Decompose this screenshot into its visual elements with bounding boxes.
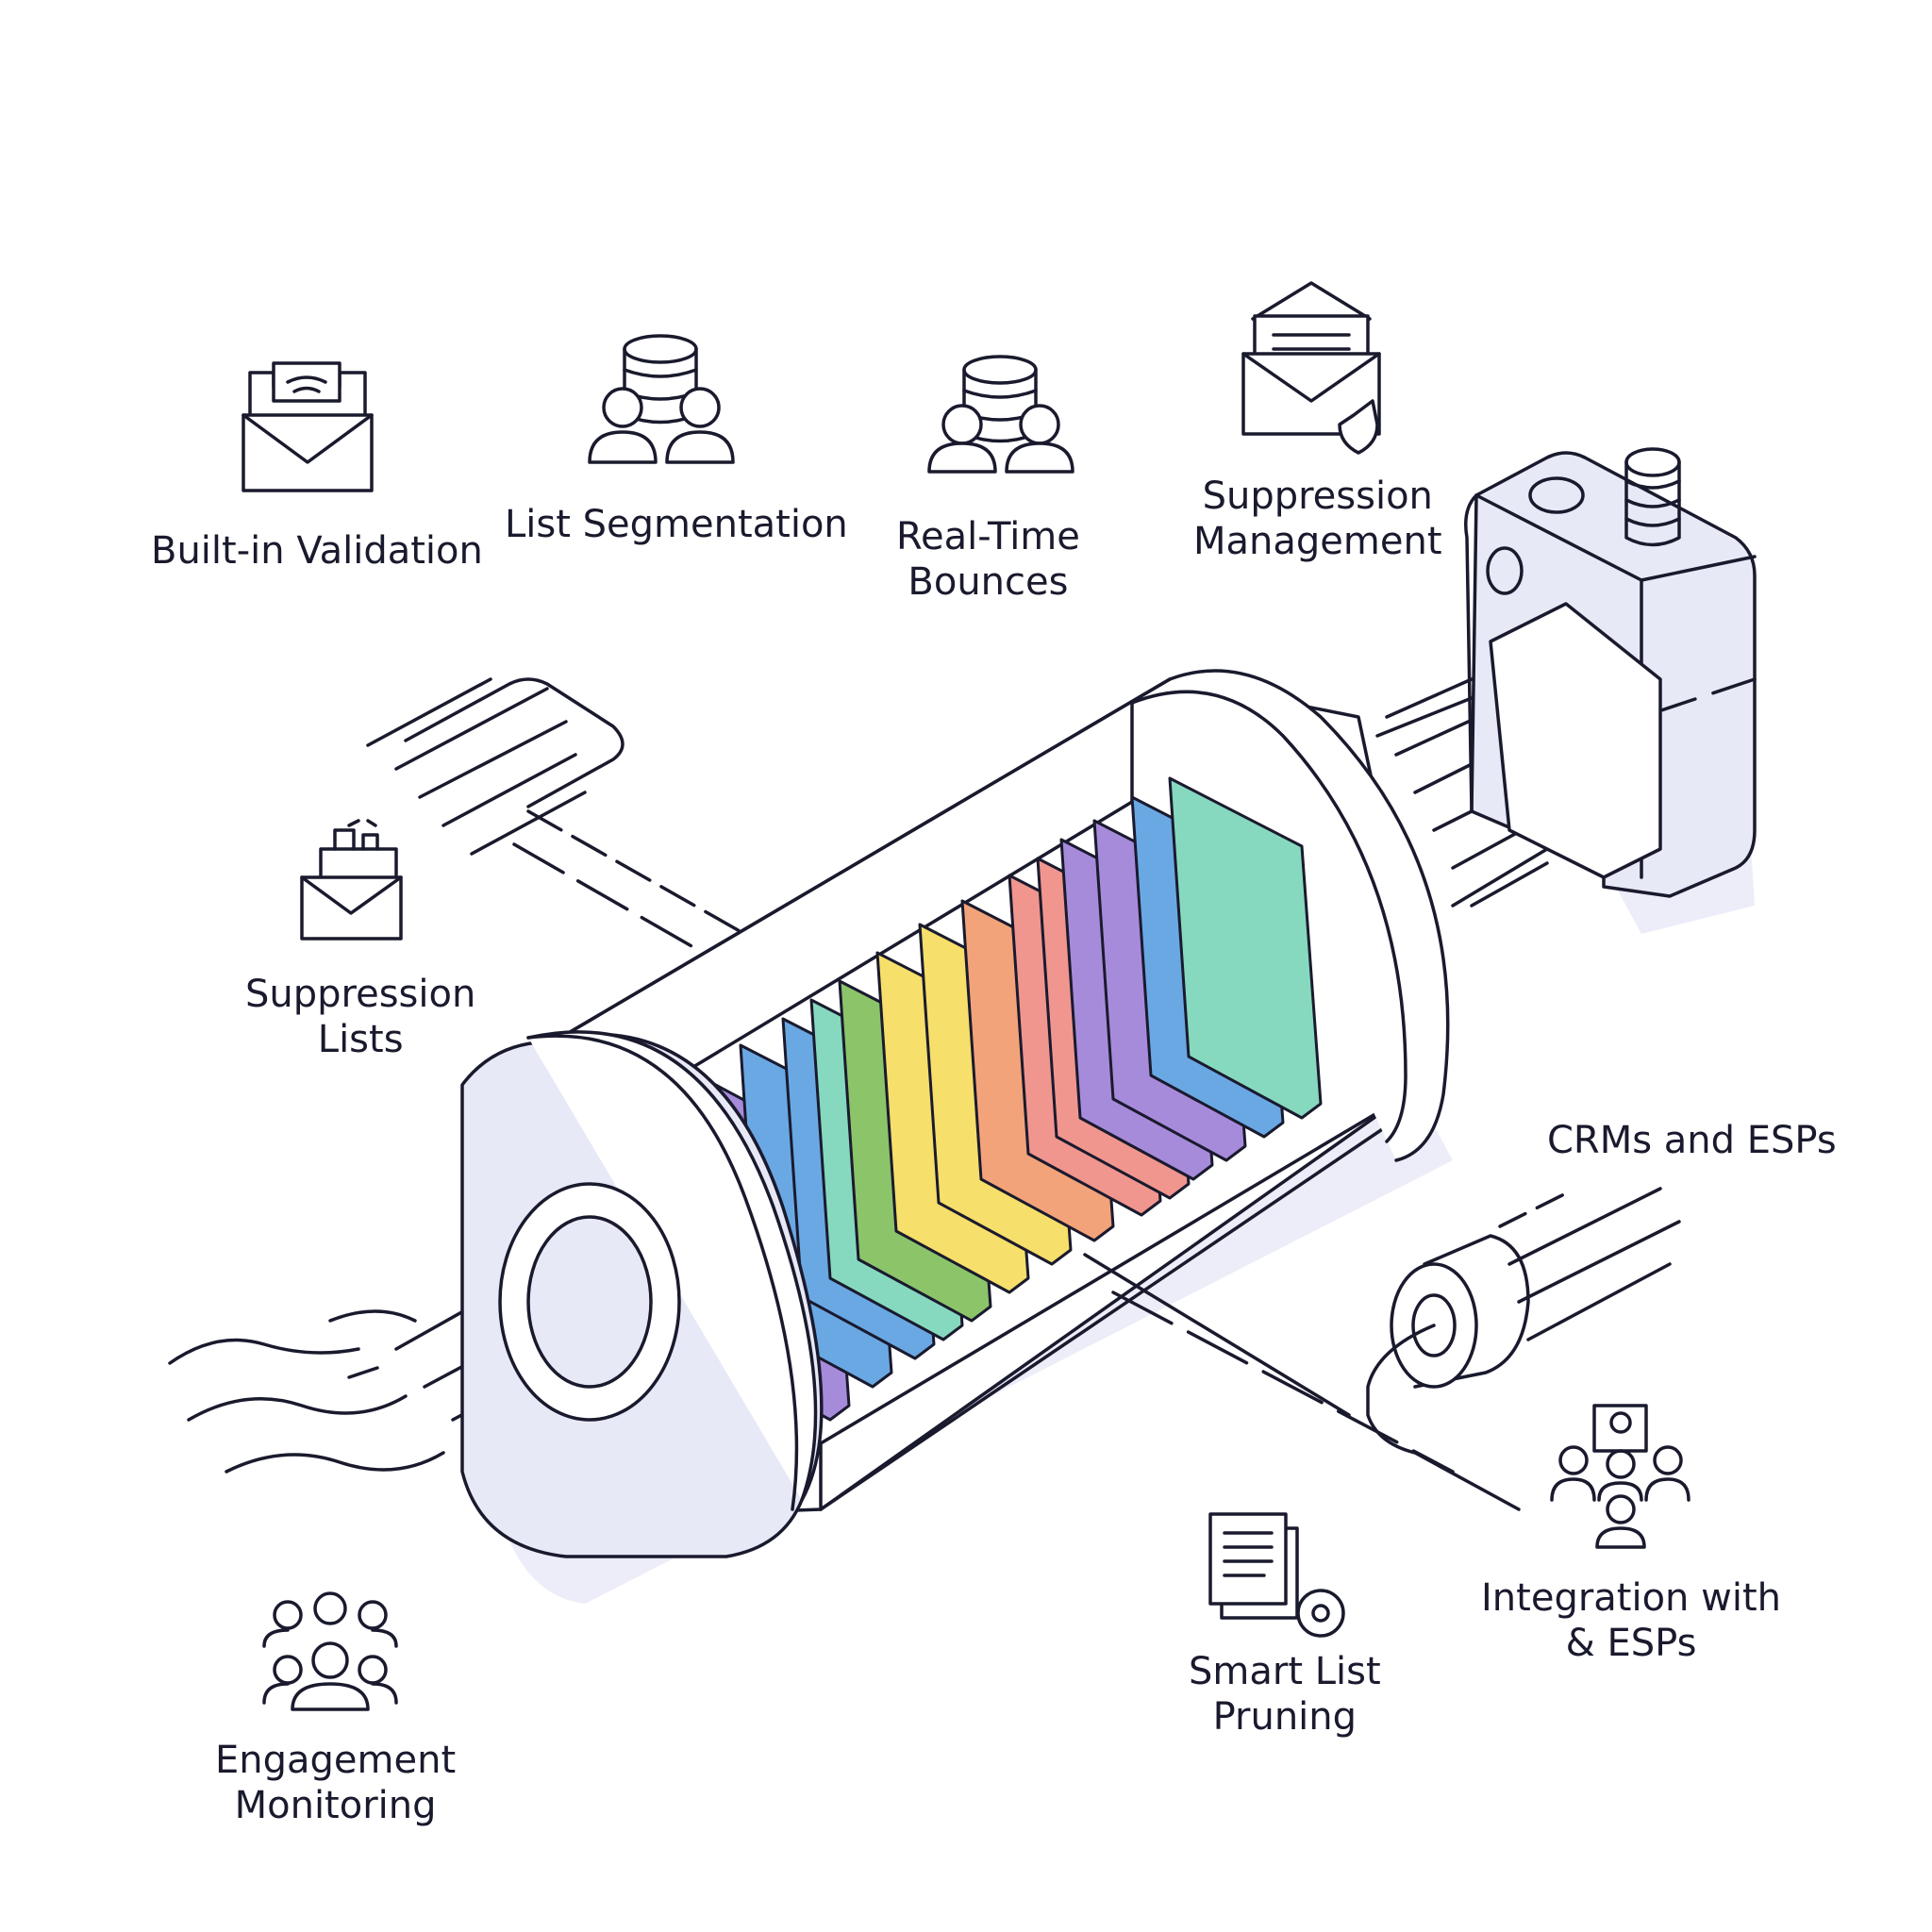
plate-teal-2 [1168, 776, 1323, 1120]
mail-shield-icon [1241, 281, 1381, 455]
database-bounce-icon [927, 355, 1074, 474]
right-housing [1464, 447, 1757, 898]
mail-validation-icon [242, 361, 374, 492]
label-crms-and-esps: CRMs and ESPs [1547, 1119, 1837, 1162]
documents-gear-icon [1208, 1512, 1345, 1638]
filter-plates [696, 776, 1323, 1422]
label-real-time-bounces: Real-Time Bounces [896, 515, 1080, 604]
label-integration-with: Integration with & ESPs [1481, 1576, 1781, 1665]
network-users-icon [1550, 1404, 1690, 1549]
label-suppression-lists: Suppression Lists [245, 973, 476, 1061]
mail-list-icon [300, 819, 403, 941]
axis-lines [1083, 1253, 1455, 1474]
database-users-icon [588, 334, 735, 464]
coupling [1366, 1187, 1681, 1511]
label-smart-list-pruning: Smart List Pruning [1189, 1650, 1381, 1739]
left-end-cap [460, 1030, 824, 1558]
label-built-in-validation: Built-in Validation [151, 529, 483, 573]
label-suppression-management: Suppression Management [1193, 475, 1442, 563]
label-engagement-monitoring: Engagement Monitoring [215, 1739, 457, 1827]
label-list-segmentation: List Segmentation [505, 503, 848, 546]
user-group-icon [262, 1591, 398, 1711]
